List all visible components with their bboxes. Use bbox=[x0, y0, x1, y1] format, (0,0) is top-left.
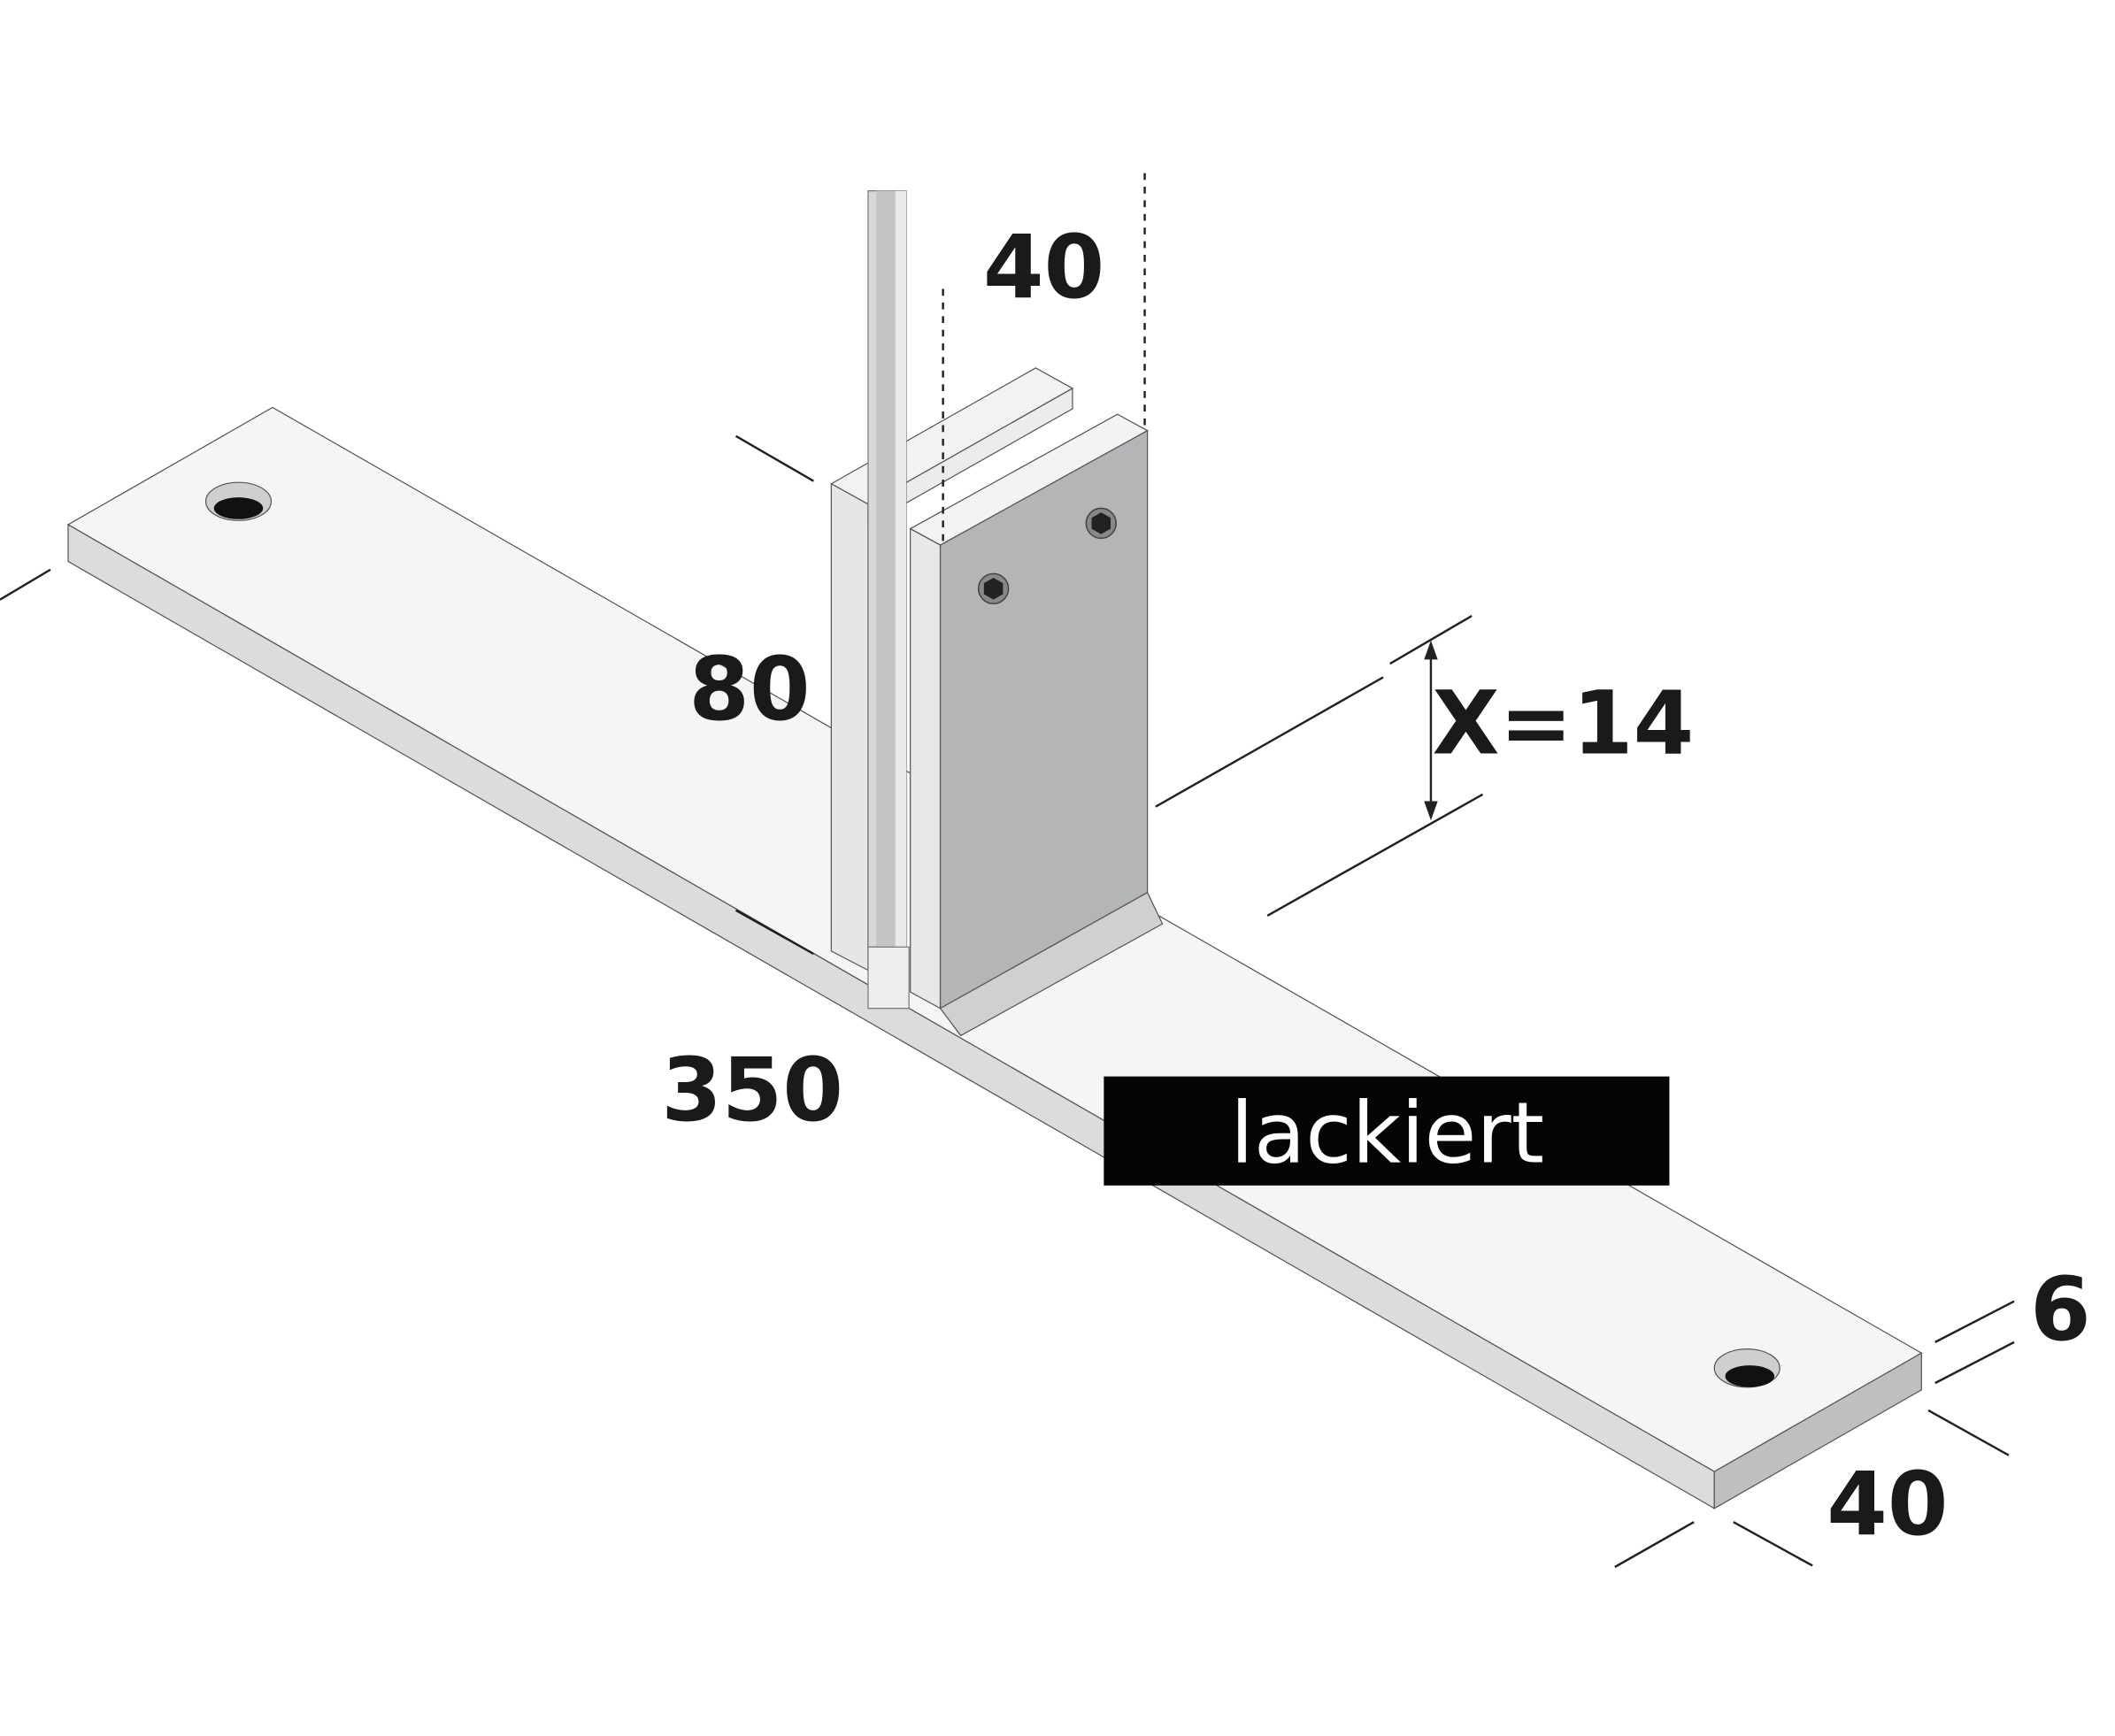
dimension-lines bbox=[0, 173, 2015, 1569]
mounting-hole-left bbox=[204, 481, 273, 521]
hex-screw-icon bbox=[977, 572, 1010, 605]
dim-clearance: X=14 bbox=[1432, 674, 1694, 775]
dim-plate-width: 40 bbox=[1827, 1455, 1948, 1555]
clamp-fillet bbox=[939, 891, 1164, 1037]
finish-label: lackiert bbox=[1104, 1076, 1670, 1186]
hex-screw-icon bbox=[1085, 507, 1117, 540]
front-clamp bbox=[909, 413, 1164, 1037]
dim-plate-thickness: 6 bbox=[2030, 1260, 2091, 1361]
dim-plate-length: 350 bbox=[661, 1041, 843, 1141]
dim-bracket-width: 40 bbox=[983, 218, 1104, 319]
plate-end-face bbox=[1713, 1352, 1922, 1509]
dim-bracket-height: 80 bbox=[688, 640, 810, 741]
mounting-hole-right bbox=[1713, 1348, 1780, 1388]
glass-pane bbox=[867, 190, 910, 1010]
finish-label-text: lackiert bbox=[1230, 1084, 1544, 1183]
